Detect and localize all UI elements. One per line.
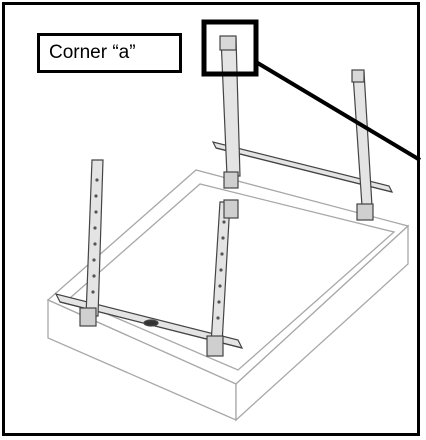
front-rail-center-clip (143, 319, 159, 327)
corner-a-callout-label: Corner “a” (37, 33, 182, 73)
leg-rear-right-foot (356, 203, 374, 221)
leg-front-right-bracket (223, 199, 239, 219)
leg-rear-right (351, 69, 374, 221)
leg-front-right-foot (206, 335, 224, 357)
box-right-face (235, 224, 409, 422)
leg-front-right-holes (216, 220, 226, 320)
leg-corner-a-foot (223, 171, 239, 189)
front-rail (54, 293, 244, 349)
leg-rear-right-top-cap (351, 69, 365, 83)
box-top-inner (68, 183, 396, 371)
corner-a-highlight-box (201, 19, 259, 77)
leg-front-left (79, 159, 104, 327)
figure-border (2, 2, 420, 436)
leg-front-right (206, 199, 239, 357)
leg-corner-a-top-cap (219, 35, 237, 51)
leg-front-left-holes (91, 178, 99, 294)
leg-front-left-post (85, 159, 104, 317)
base-box (46, 169, 410, 422)
leg-front-left-foot (79, 307, 97, 327)
callout-leader-line (254, 60, 422, 162)
